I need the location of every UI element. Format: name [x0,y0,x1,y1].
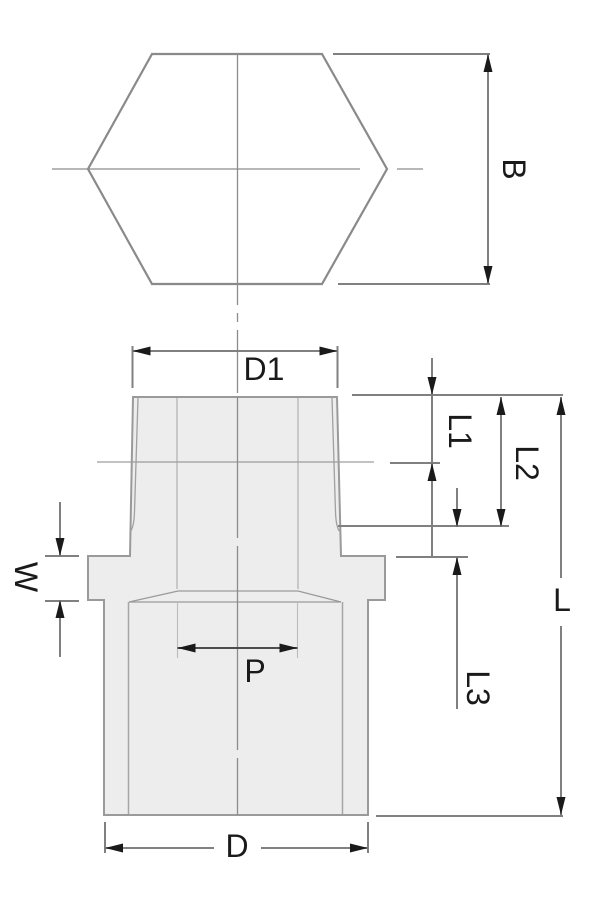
hexagon-top-view [52,52,423,393]
dimension-L3 [452,488,462,709]
dim-label-L3: L3 [460,670,496,706]
dimension-B [333,53,493,285]
arrow-up-icon [55,600,65,618]
arrow-up-icon [452,557,462,575]
hexagon-centerlines [52,54,423,393]
dim-label-L2: L2 [509,445,545,481]
dim-label-W: W [8,561,44,593]
dim-label-P: P [244,653,266,689]
dim-label-L1: L1 [442,413,478,449]
arrow-up-icon [556,397,566,415]
arrow-left-icon [177,643,196,653]
arrow-up-icon [427,463,437,481]
dimension-L1 [427,358,437,558]
arrow-right-icon [350,843,368,853]
dim-label-B: B [496,158,532,180]
arrow-up-icon [483,54,493,72]
arrow-down-icon [483,266,493,284]
dimension-W [45,502,79,657]
dimension-L2 [496,397,506,527]
arrow-down-icon [55,538,65,556]
part-outer-profile [87,396,386,816]
dimension-L [556,397,566,815]
dim-label-D: D [225,828,249,864]
adapter-front-view [87,396,386,816]
dimension-P [176,603,299,658]
dimension-D [104,822,369,853]
dimension-D1 [131,346,339,388]
hexagon-outline [86,52,389,286]
arrow-right-icon [319,346,338,356]
socket-bore-lines [127,602,344,814]
arrow-up-icon [496,397,506,415]
arrow-down-icon [496,509,506,527]
arrow-left-icon [105,843,123,853]
arrow-down-icon [427,377,437,395]
arrow-right-icon [279,643,298,653]
arrow-down-icon [452,509,462,527]
dim-label-D1: D1 [243,351,285,387]
thread-root-lines [176,398,299,589]
dim-label-L: L [553,582,571,618]
arrow-left-icon [132,346,151,356]
arrow-down-icon [556,797,566,815]
thread-taper-lines [130,397,340,532]
